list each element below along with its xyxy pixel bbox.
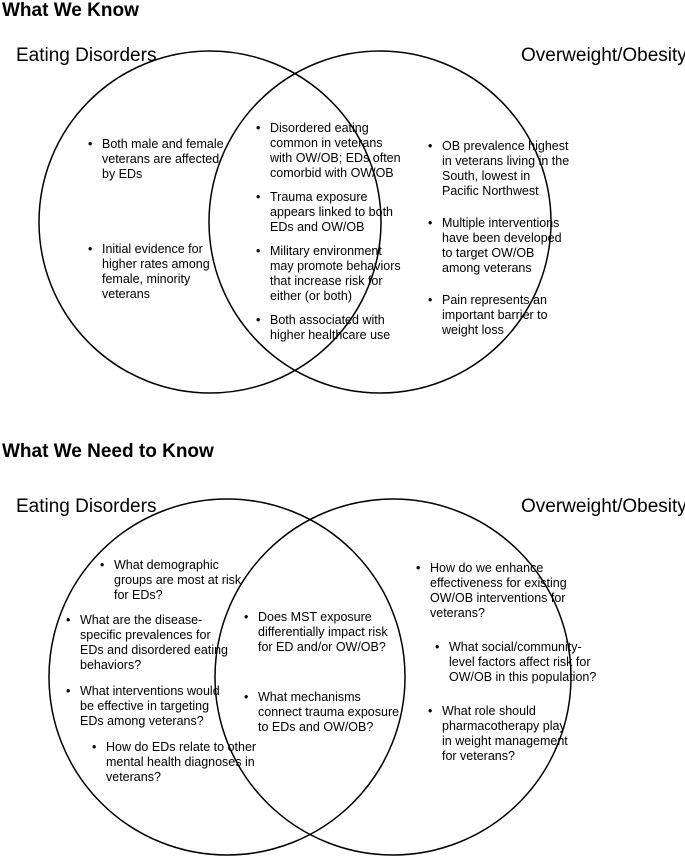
list-item: What demographic groups are most at risk… xyxy=(100,558,244,603)
list-item: How do we enhance effectiveness for exis… xyxy=(416,561,590,621)
center-items-list: Does MST exposure differentially impact … xyxy=(244,610,404,735)
center-items-list: Disordered eating common in veterans wit… xyxy=(256,121,406,343)
list-item: What are the disease-specific prevalence… xyxy=(66,613,230,673)
list-item: What mechanisms connect trauma exposure … xyxy=(244,690,404,735)
list-item: What role should pharmacotherapy play in… xyxy=(428,704,572,764)
list-item: Both male and female veterans are affect… xyxy=(88,137,228,182)
left-circle-label: Eating Disorders xyxy=(16,45,157,66)
list-item: Military environment may promote behavio… xyxy=(256,244,406,304)
right-items-list: How do we enhance effectiveness for exis… xyxy=(416,561,596,764)
right-items-list: OB prevalence highest in veterans living… xyxy=(428,139,570,338)
left-items-list: What demographic groups are most at risk… xyxy=(66,558,256,785)
list-item: Both associated with higher healthcare u… xyxy=(256,313,406,343)
right-circle-label: Overweight/Obesity xyxy=(521,496,685,517)
list-item: Pain represents an important barrier to … xyxy=(428,293,570,338)
list-item: Initial evidence for higher rates among … xyxy=(88,242,228,302)
list-item: How do EDs relate to other mental health… xyxy=(92,740,262,785)
list-item: Disordered eating common in veterans wit… xyxy=(256,121,406,181)
list-item: Multiple interventions have been develop… xyxy=(428,216,570,276)
list-item: OB prevalence highest in veterans living… xyxy=(428,139,570,199)
list-item: What social/community-level factors affe… xyxy=(435,640,599,685)
left-circle-label: Eating Disorders xyxy=(16,496,157,517)
list-item: Does MST exposure differentially impact … xyxy=(244,610,404,655)
list-item: Trauma exposure appears linked to both E… xyxy=(256,190,406,235)
section-heading-know: What We Know xyxy=(2,0,139,21)
left-circle xyxy=(48,498,406,856)
left-items-list: Both male and female veterans are affect… xyxy=(88,137,228,302)
list-item: What interventions would be effective in… xyxy=(66,684,230,729)
section-heading-need: What We Need to Know xyxy=(2,441,214,462)
right-circle-label: Overweight/Obesity xyxy=(521,45,685,66)
